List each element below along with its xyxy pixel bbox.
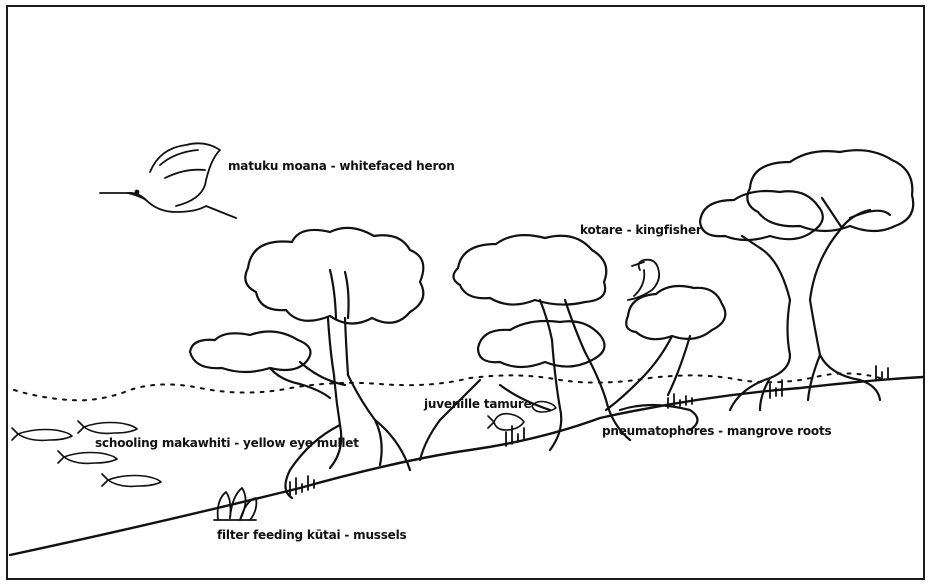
mullet-fish-icon xyxy=(12,421,161,486)
heron-icon xyxy=(100,143,236,218)
label-kingfisher: kotare - kingfisher xyxy=(580,223,702,237)
mangrove-tree-left xyxy=(190,228,423,498)
label-mullet: schooling makawhiti - yellow eye mullet xyxy=(95,436,359,450)
label-tamure: juvenille tamure xyxy=(424,397,532,411)
mangrove-tree-right xyxy=(700,150,913,410)
label-pneumatophores: pneumatophores - mangrove roots xyxy=(602,424,831,438)
label-heron: matuku moana - whitefaced heron xyxy=(228,159,455,173)
label-mussels: filter feeding kūtai - mussels xyxy=(217,528,406,542)
